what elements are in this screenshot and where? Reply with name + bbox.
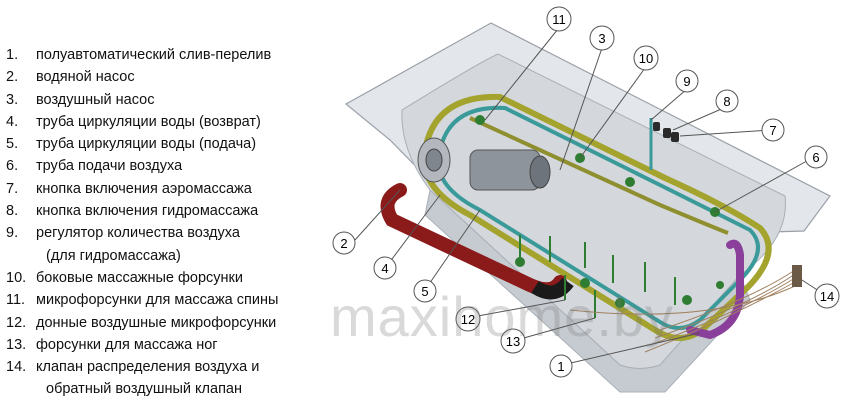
legend-item: 14. клапан распределения воздуха и [6, 356, 336, 378]
legend-item-number: 10. [6, 269, 27, 286]
callout-2: 2 [332, 231, 356, 255]
callout-13: 13 [500, 328, 526, 354]
legend-item: 13. форсунки для массажа ног [6, 334, 336, 356]
legend-item-text: водяной насос [36, 69, 135, 86]
legend-item-text: воздушный насос [36, 91, 155, 108]
svg-text:14: 14 [820, 289, 834, 304]
legend-list: 1. полуавтоматический слив-перелив 2. водян… [6, 44, 336, 401]
callout-8: 8 [715, 89, 739, 113]
svg-text:4: 4 [381, 261, 388, 276]
aero-massage-button [663, 128, 679, 142]
svg-text:3: 3 [598, 31, 605, 46]
return-pipe-loop [436, 105, 760, 330]
legend-item-number: 14. [6, 359, 27, 376]
legend-item-number: 4. [6, 113, 19, 130]
svg-text:10: 10 [639, 51, 653, 66]
leader-lines [354, 28, 826, 366]
legend-item-text: труба подачи воздуха [36, 158, 183, 175]
legend-item: (для гидромассажа) [6, 245, 336, 267]
callout-9: 9 [675, 69, 699, 93]
legend-item-number: 1. [6, 47, 19, 63]
legend-item-number: 7. [6, 180, 19, 197]
svg-text:12: 12 [461, 312, 475, 327]
tub-underside [424, 189, 751, 393]
legend-item-text: кнопка включения гидромассажа [36, 203, 259, 220]
callout-14: 14 [814, 283, 840, 309]
callout-12: 12 [455, 306, 481, 332]
svg-text:7: 7 [769, 123, 776, 138]
supply-pipe-loop [421, 93, 772, 341]
callout-6: 6 [804, 145, 828, 169]
legend-item-number: 9. [6, 225, 19, 242]
legend-item-number: 2. [6, 69, 19, 86]
legend-item-text: труба циркуляции воды (возврат) [36, 113, 261, 130]
legend-item-text: донные воздушные микрофорсунки [36, 314, 277, 331]
callout-5: 5 [413, 279, 437, 303]
legend-item: 11. микрофорсунки для массажа спины [6, 289, 336, 311]
svg-text:13: 13 [506, 334, 520, 349]
svg-text:2: 2 [340, 236, 347, 251]
legend-item-text: боковые массажные форсунки [36, 269, 243, 286]
svg-text:9: 9 [683, 74, 690, 89]
bottom-micro-nozzles [519, 235, 676, 318]
legend-item-number: 3. [6, 91, 19, 108]
callout-1: 1 [549, 354, 573, 378]
legend-item-text: клапан распределения воздуха и [36, 359, 260, 376]
legend-item-number: 6. [6, 158, 19, 175]
svg-text:1: 1 [557, 359, 564, 374]
water-pump [417, 137, 451, 183]
legend-item-text: регулятор количества воздуха [36, 225, 240, 242]
callout-10: 10 [633, 45, 659, 71]
legend-item-text: полуавтоматический слив-перелив [36, 47, 272, 63]
legend-item-text: микрофорсунки для массажа спины [36, 292, 279, 309]
legend-item: 9. регулятор количества воздуха [6, 222, 336, 244]
svg-text:5: 5 [421, 284, 428, 299]
legend-item: 1. полуавтоматический слив-перелив [6, 44, 336, 66]
legend-item-number: 13. [6, 336, 27, 353]
callout-11: 11 [546, 6, 572, 32]
air-pump [469, 149, 551, 191]
overflow-drain-pipe [686, 239, 744, 340]
legend-item-text: обратный воздушный клапан [46, 381, 243, 398]
legend-item: 6. труба подачи воздуха [6, 155, 336, 177]
air-distribution-valve [792, 265, 802, 287]
legend-item-text: кнопка включения аэромассажа [36, 180, 252, 197]
legend-item: 7. кнопка включения аэромассажа [6, 178, 336, 200]
air-supply-pipe [469, 116, 729, 235]
nozzles [475, 115, 724, 308]
whirlpool-bathtub-diagram: 11 3 10 9 8 7 6 2 4 5 12 13 1 14 [332, 6, 840, 393]
air-valve-cables [569, 269, 796, 353]
watermark: maxihome.by [330, 285, 675, 348]
legend-item-text: (для гидромассажа) [46, 247, 181, 264]
legend-item-number: 8. [6, 203, 19, 220]
legend-item-number: 11. [6, 292, 26, 309]
legend-item: 4. труба циркуляции воды (возврат) [6, 111, 336, 133]
callouts: 11 3 10 9 8 7 6 2 4 5 12 13 1 14 [332, 6, 840, 378]
legend-item: 2. водяной насос [6, 66, 336, 88]
legend-item-text: труба циркуляции воды (подача) [36, 136, 257, 153]
callout-4: 4 [373, 256, 397, 280]
legend-item-number: 12. [6, 314, 27, 331]
callout-3: 3 [589, 25, 615, 51]
hydro-massage-button [653, 122, 660, 131]
legend-item: обратный воздушный клапан [6, 378, 336, 400]
legend-item: 8. кнопка включения гидромассажа [6, 200, 336, 222]
legend-item-number: 5. [6, 136, 19, 153]
legend-item-text: форсунки для массажа ног [36, 336, 218, 353]
legend-item: 5. труба циркуляции воды (подача) [6, 133, 336, 155]
svg-text:11: 11 [552, 12, 566, 27]
svg-text:6: 6 [812, 150, 819, 165]
legend-item: 12. донные воздушные микрофорсунки [6, 312, 336, 334]
svg-text:8: 8 [723, 94, 730, 109]
callout-7: 7 [761, 118, 785, 142]
legend-item: 10. боковые массажные форсунки [6, 267, 336, 289]
legend-item: 3. воздушный насос [6, 89, 336, 111]
